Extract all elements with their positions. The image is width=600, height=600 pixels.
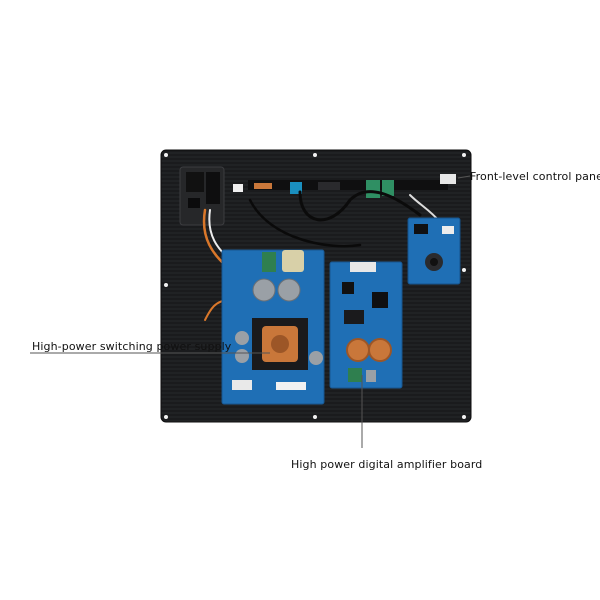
mounting-holes [164,153,466,419]
digital-amplifier-board [329,261,403,389]
power-supply-label: High-power switching power supply [32,340,232,353]
power-inlet-switch [179,166,225,226]
leader-lines [30,175,471,448]
amplifier-board-label: High power digital amplifier board [291,458,483,471]
front-control-panel-board [407,217,461,285]
switching-power-supply-board [221,249,325,405]
front-panel-label: Front-level control panel [470,170,600,183]
